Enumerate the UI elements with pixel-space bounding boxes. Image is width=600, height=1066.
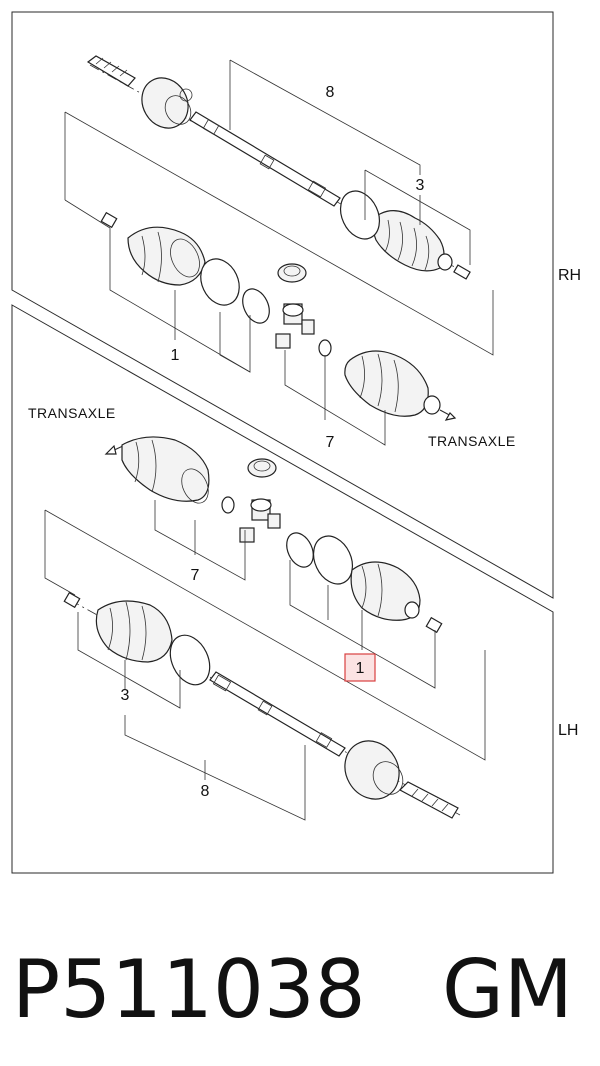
lh-side-label: LH <box>558 722 578 739</box>
rh-clip <box>100 211 118 229</box>
lh-callout-8: 8 <box>201 783 210 800</box>
rh-transaxle-label: TRANSAXLE <box>428 433 516 449</box>
rh-outer-cv-joint <box>141 77 189 129</box>
lh-transaxle-label: TRANSAXLE <box>28 405 116 421</box>
lh-inner-cv-boot <box>121 436 210 504</box>
rh-frame <box>11 11 554 599</box>
part-number-line: P511038 GM <box>12 935 592 1045</box>
rh-callout-3: 3 <box>416 177 425 194</box>
brand-name: GM <box>441 943 573 1036</box>
rh-outer-boot-clamp <box>339 190 381 240</box>
lh-frame <box>11 304 554 874</box>
rh-inner-cv-boot <box>344 350 441 417</box>
lh-outer-spline <box>399 781 459 819</box>
rh-callout-8: 8 <box>326 84 335 101</box>
lh-inner-boot <box>350 561 421 621</box>
lh-inner-boot-clamp <box>312 535 354 585</box>
lh-small-clamp <box>63 591 81 609</box>
lh-callout-1-highlight <box>344 653 376 682</box>
rh-callout-1: 1 <box>171 347 180 364</box>
lh-callout-7: 7 <box>191 567 200 584</box>
rh-snap-ring <box>318 339 332 357</box>
rh-inner-ring <box>242 288 270 324</box>
lh-callout-3: 3 <box>121 687 130 704</box>
drive-shaft-exploded-diagram: 8 3 1 7 TRANSAXLE RH TRANSAXLE <box>11 11 581 874</box>
rh-side-label: RH <box>558 267 581 284</box>
lh-outer-cv-joint <box>344 740 400 800</box>
lh-clip <box>425 616 443 634</box>
rh-outer-boot <box>372 210 453 272</box>
rh-tripod <box>275 303 315 349</box>
lh-inner-ring <box>286 532 314 568</box>
rh-inner-boot <box>127 226 206 286</box>
lh-callout-1: 1 <box>356 660 365 677</box>
rh-shaft <box>189 111 341 207</box>
rh-small-clamp <box>453 264 471 280</box>
lh-shaft <box>209 671 346 757</box>
lh-assembly: TRANSAXLE <box>28 405 486 821</box>
rh-outer-spline <box>86 55 136 87</box>
lh-outer-boot <box>95 600 173 663</box>
rh-callout-7: 7 <box>326 434 335 451</box>
part-number: P511038 <box>12 943 366 1036</box>
rh-assembly <box>64 55 494 446</box>
lh-snap-ring <box>221 496 235 514</box>
lh-bushing <box>247 458 277 478</box>
rh-bushing <box>277 263 307 283</box>
lh-tripod <box>239 498 281 543</box>
rh-inner-boot-clamp <box>200 258 240 306</box>
